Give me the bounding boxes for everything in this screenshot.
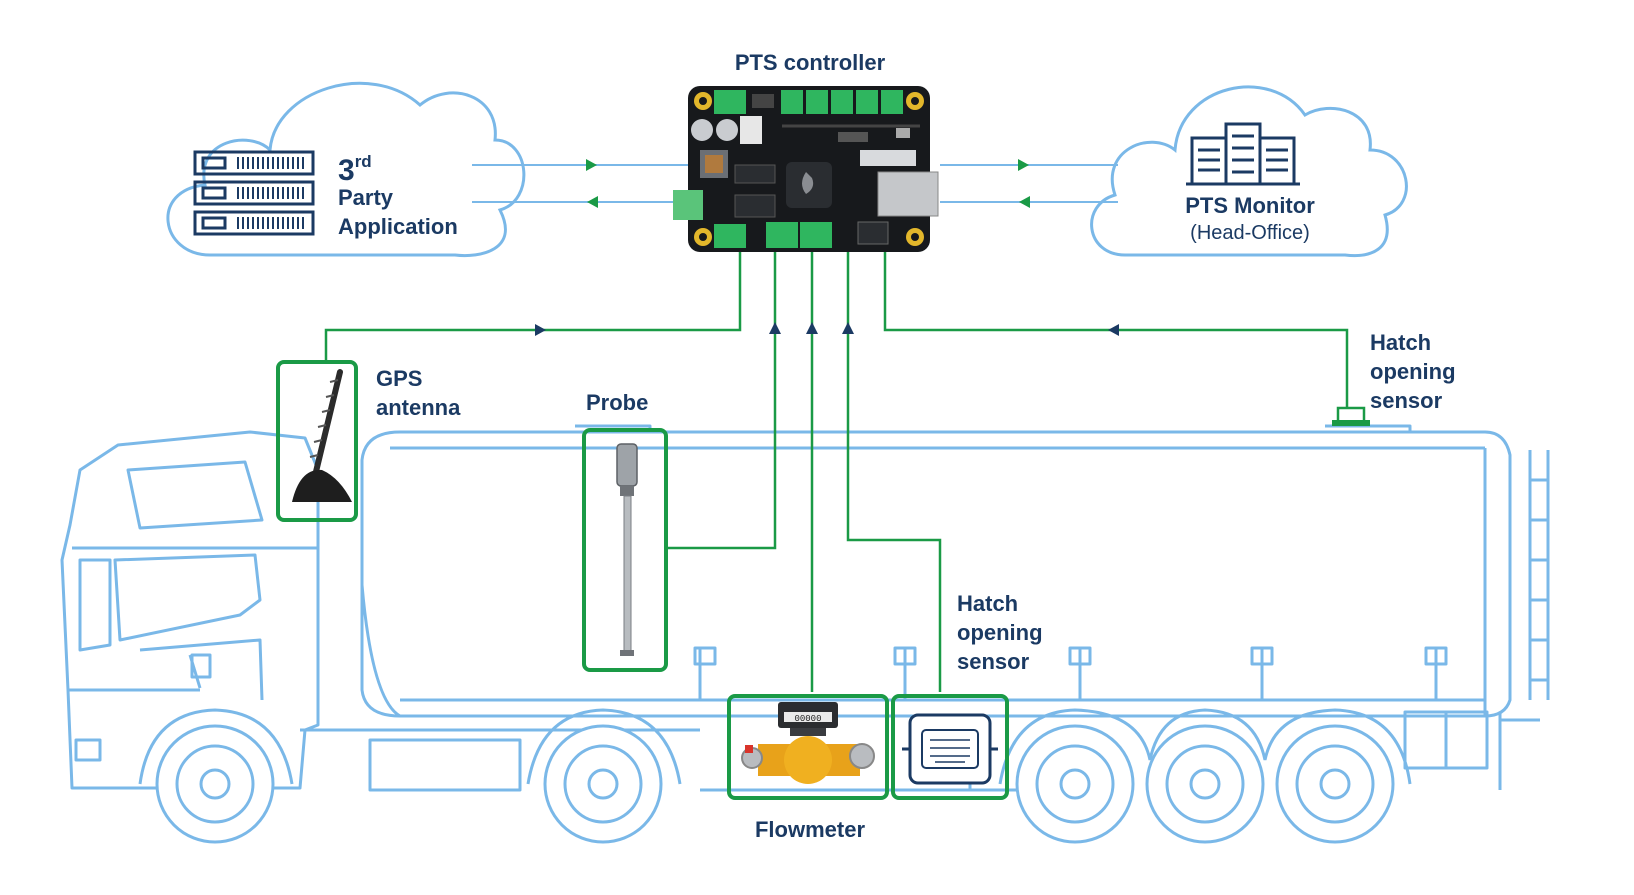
pts-monitor-subtitle: (Head-Office) xyxy=(1190,222,1310,244)
wiring-arrows xyxy=(535,322,1119,336)
gps-antenna-icon xyxy=(292,369,352,502)
hatch-top-line-1: Hatch xyxy=(1370,330,1432,355)
hatch-mid-line-3: sensor xyxy=(957,649,1030,674)
sensor-wiring xyxy=(324,248,1349,692)
third-party-num: 3 xyxy=(338,154,355,187)
hatch-sensor-top-label: Hatch opening sensor xyxy=(1370,328,1456,415)
probe-label: Probe xyxy=(586,390,649,415)
truck-wheels xyxy=(155,724,1395,844)
wheel-arches xyxy=(138,708,1412,785)
third-party-label: 3rd xyxy=(338,147,372,187)
office-building-icon xyxy=(1186,122,1300,186)
pts-controller-board xyxy=(673,86,939,252)
hatch-sensor-mid-label: Hatch opening sensor xyxy=(957,589,1043,676)
hatch-sensor-box xyxy=(891,694,1009,800)
third-party-sup: rd xyxy=(354,152,372,171)
probe-icon xyxy=(616,443,638,656)
gps-line-2: antenna xyxy=(376,395,461,420)
server-rack-vents xyxy=(237,157,304,229)
hatch-sensor-mid-icon xyxy=(902,713,998,785)
api-link-arrows xyxy=(586,159,1030,208)
hatch-top-line-2: opening xyxy=(1370,359,1456,384)
probe-box xyxy=(582,428,668,672)
server-rack-icon xyxy=(193,150,315,236)
hatch-mid-line-2: opening xyxy=(957,620,1043,645)
flowmeter-display: 00000 xyxy=(794,714,821,724)
hatch-sensor-top-icon xyxy=(1332,406,1370,426)
pts-controller-label: PTS controller xyxy=(734,50,886,75)
hatch-top-line-3: sensor xyxy=(1370,388,1443,413)
flowmeter-label: Flowmeter xyxy=(754,817,866,842)
flowmeter-icon: 00000 xyxy=(741,702,875,784)
gps-antenna-box xyxy=(276,360,358,522)
flowmeter-box xyxy=(727,694,889,800)
hatch-mid-line-1: Hatch xyxy=(957,591,1019,616)
pts-monitor-title: PTS Monitor xyxy=(1185,193,1315,218)
gps-line-1: GPS xyxy=(376,366,423,391)
third-party-line1: Party xyxy=(338,185,394,210)
third-party-line2: Application xyxy=(338,214,458,239)
gps-antenna-label: GPS antenna xyxy=(376,364,460,422)
